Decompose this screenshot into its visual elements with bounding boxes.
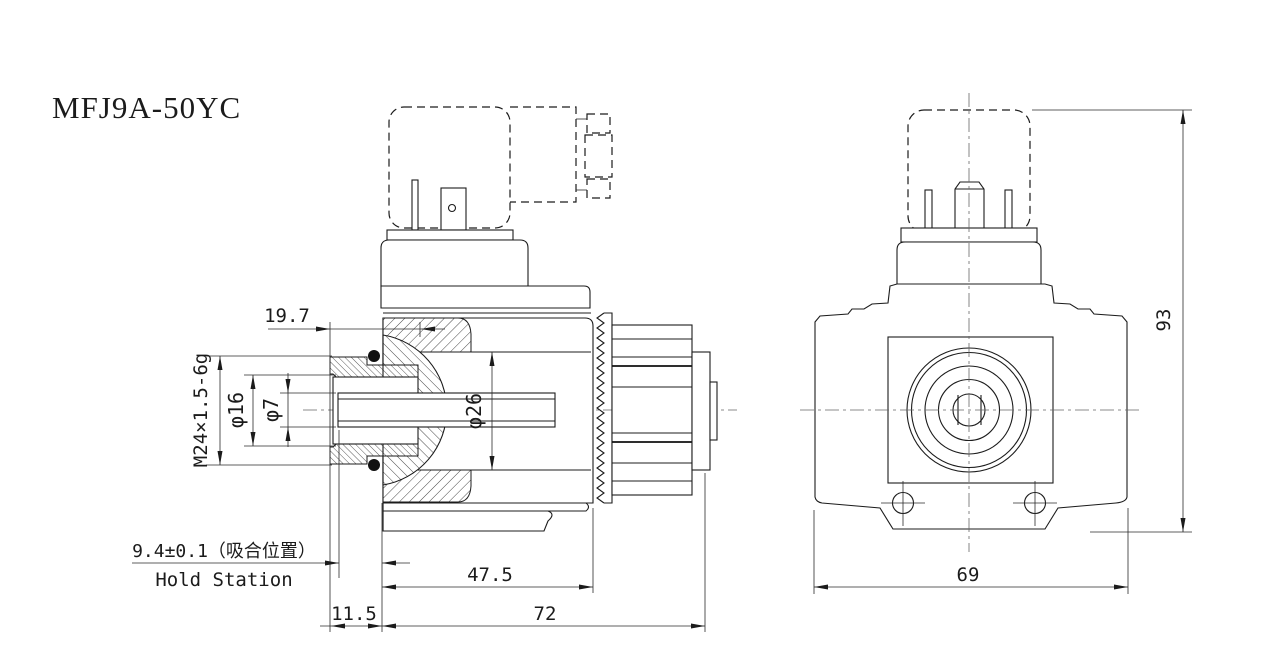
o-ring-bottom <box>368 459 380 471</box>
dim-93: 93 <box>1153 309 1175 332</box>
adjuster-screw-tip <box>709 381 718 441</box>
dim-phi7: φ7 <box>259 398 283 422</box>
cable-gland-housing <box>510 106 577 203</box>
adjuster-ribbed-body <box>611 324 693 496</box>
front-view-dimensions: 69 93 <box>813 109 1192 594</box>
terminal-block <box>386 229 514 241</box>
mounting-holes <box>881 481 1057 526</box>
knurl-teeth <box>596 312 605 504</box>
terminal-pins <box>411 179 467 231</box>
dim-19-7: 19.7 <box>264 305 310 327</box>
dim-hold-position: 9.4±0.1（吸合位置） <box>132 541 316 562</box>
dim-phi16: φ16 <box>224 392 248 428</box>
front-din-connector <box>907 109 1031 239</box>
dim-69: 69 <box>957 564 980 586</box>
bottom-plate-1 <box>382 502 590 512</box>
page-title: MFJ9A-50YC <box>52 90 241 125</box>
terminal-pin-hole <box>447 203 457 213</box>
hold-station-label: Hold Station <box>155 569 292 591</box>
coil-shoulder <box>380 285 591 309</box>
front-view: 69 93 <box>800 93 1192 594</box>
thread-spec: M24×1.5-6g <box>190 353 212 467</box>
adjuster-end-cap <box>691 351 711 471</box>
push-pin-tube <box>337 392 556 428</box>
side-view-dimensions: 19.7 M24×1.5-6g φ16 φ7 <box>132 305 706 632</box>
o-ring-top <box>368 350 380 362</box>
terminal-pin-wide <box>440 187 467 231</box>
side-view: 19.7 M24×1.5-6g φ16 φ7 <box>132 106 737 632</box>
coil-top-housing <box>380 239 529 287</box>
din-connector <box>388 106 613 231</box>
dim-phi26: φ26 <box>462 393 486 429</box>
dim-72: 72 <box>534 603 557 625</box>
section-cut <box>329 317 591 531</box>
dim-47-5: 47.5 <box>467 564 513 586</box>
cable-gland-nut <box>584 113 613 199</box>
knurled-adjuster <box>596 312 718 504</box>
terminal-pin-small <box>411 179 419 231</box>
bottom-plate-2 <box>382 510 553 532</box>
dim-11-5: 11.5 <box>331 603 377 625</box>
